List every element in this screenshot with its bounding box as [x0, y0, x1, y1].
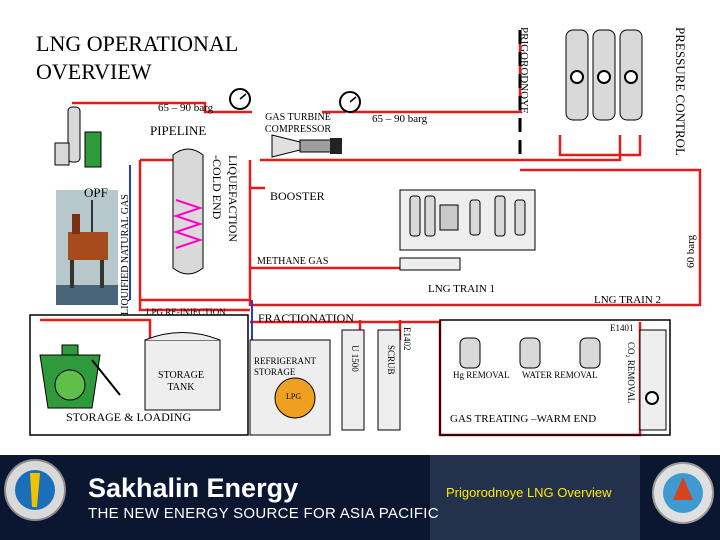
footer-graphics [4, 455, 714, 540]
methane-label: METHANE GAS [257, 256, 329, 267]
lng-train-units [399, 189, 536, 271]
prigorodnoye-label: PRIGORODNOYE [518, 27, 530, 114]
liquified-gas-label: LIQUIFIED NATURAL GAS [120, 194, 131, 315]
pressure-control-vessels [565, 29, 643, 121]
slide-caption: Prigorodnoye LNG Overview [446, 485, 612, 500]
pipe-pressure-control-top [558, 135, 642, 157]
refrigerant-storage-vessel [249, 339, 331, 436]
cold-end-label: -COLD END [210, 155, 224, 220]
liquefaction-column [172, 148, 204, 275]
u1500-label: U 1500 [350, 345, 360, 372]
booster-label: BOOSTER [270, 189, 325, 203]
lng-storage-tank [144, 332, 221, 411]
lng-train-2-label: LNG TRAIN 2 [594, 294, 662, 306]
pressure-label-left: 65 – 90 barg [158, 102, 214, 114]
gas-treating-label: GAS TREATING –WARM END [450, 413, 597, 425]
pressure-label-vertical: 60 barg [685, 234, 697, 268]
lng-carrier-ship [39, 344, 121, 409]
lpg-label: LPG [286, 392, 302, 401]
storage-loading-box [29, 314, 249, 436]
offshore-platform-image [56, 190, 118, 305]
gas-turbine-compressor [271, 134, 342, 158]
gas-treating-vessels [459, 337, 601, 369]
pipe-turbine-right [322, 98, 400, 114]
scrub-column [377, 329, 401, 431]
storage-loading-label: STORAGE & LOADING [66, 410, 192, 424]
e1401-label: E1401 [610, 323, 634, 333]
pressure-gauge-right [339, 91, 361, 113]
fractionation-label: FRACTIONATION [258, 311, 354, 325]
liquefaction-label: LIQUEFACTION [226, 155, 240, 243]
brand-tagline: THE NEW ENERGY SOURCE FOR ASIA PACIFIC [88, 505, 439, 522]
hg-removal-label: Hg REMOVAL [453, 370, 510, 380]
e1402-label: E1402 [402, 327, 412, 351]
co2-removal-label: CO₂ REMOVAL [626, 342, 636, 404]
fractionation-column-u1500 [341, 329, 365, 431]
pressure-gauge-left [229, 88, 251, 110]
opf-label: OPF [84, 185, 108, 200]
brand-name: Sakhalin Energy [88, 473, 299, 503]
blue-pipe-network [129, 165, 253, 340]
water-removal-label: WATER REMOVAL [522, 370, 598, 380]
co2-removal-column [639, 329, 667, 431]
gas-treating-box [439, 319, 671, 436]
lng-train-1-label: LNG TRAIN 1 [428, 283, 496, 295]
pipe-main-vertical [248, 160, 702, 307]
refrigerant-label: REFRIGERANT STORAGE [254, 356, 316, 377]
gas-turbine-label: GAS TURBINE COMPRESSOR [264, 112, 332, 135]
scrub-label: SCRUB [386, 345, 396, 375]
pipeline-label: PIPELINE [150, 123, 207, 138]
lpg-reinjection-label: LPG RE-INJECTION [146, 307, 226, 317]
footer-banner [0, 455, 720, 540]
storage-tank-label: STORAGE TANK [158, 370, 204, 393]
opf-equipment [54, 106, 102, 168]
pressure-label-right: 65 – 90 barg [372, 113, 428, 125]
page-title: LNG OPERATIONAL OVERVIEW [36, 31, 238, 84]
pressure-control-label: PRESSURE CONTROL [673, 27, 688, 156]
pipe-inlet-left [72, 101, 252, 114]
